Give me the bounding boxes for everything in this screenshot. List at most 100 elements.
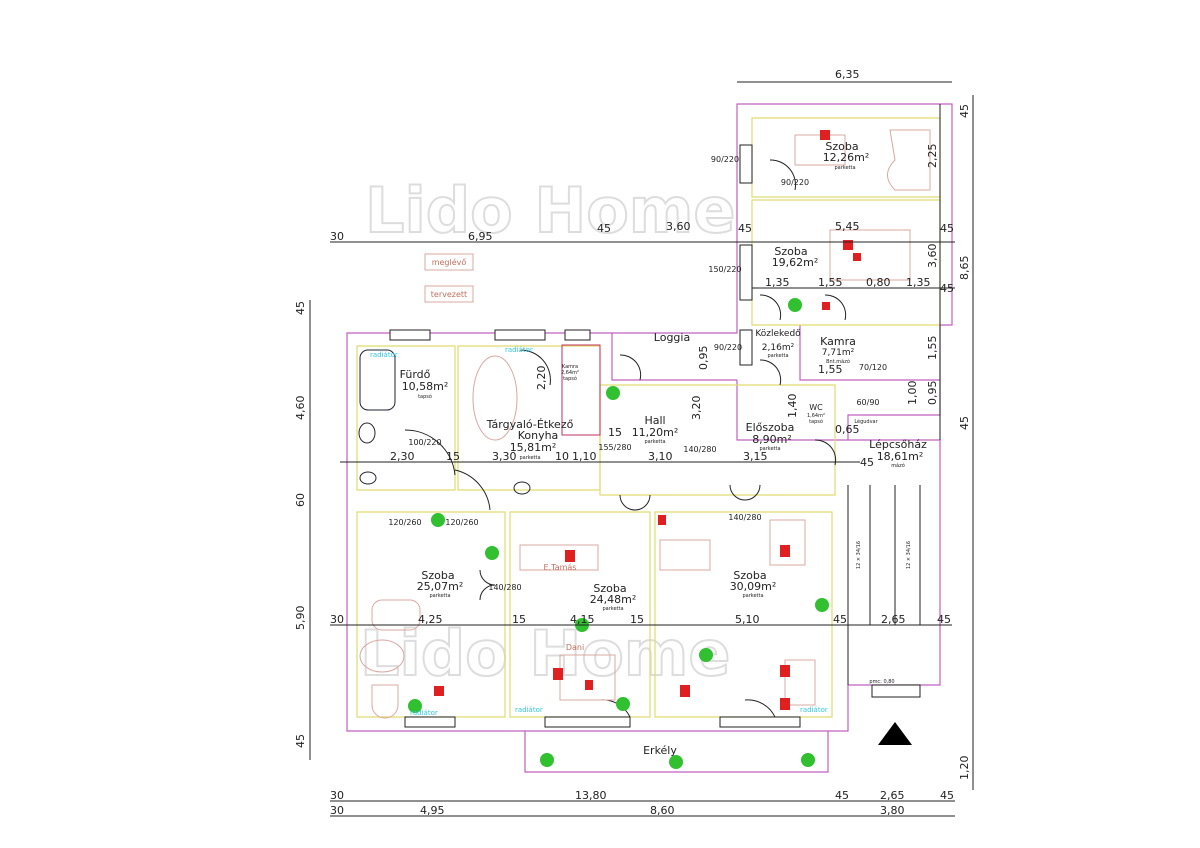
rooms-szoba2-area-label: 19,62m² bbox=[772, 256, 819, 269]
plants bbox=[408, 298, 829, 769]
windows bbox=[389, 144, 921, 728]
rooms-szoba3-area-label: 25,07m² bbox=[417, 580, 464, 593]
plan-shape bbox=[780, 545, 790, 557]
rooms-szoba4-floor-label: parketta bbox=[602, 606, 623, 612]
dimensions-row625-0-label: 30 bbox=[330, 613, 344, 626]
rooms-furdo-floor-label: tapsó bbox=[418, 393, 432, 400]
plan-shape bbox=[799, 325, 940, 381]
plant-icon bbox=[540, 753, 554, 767]
dimensions-row242-3-label: 3,60 bbox=[666, 220, 691, 233]
dimensions-bottom2-2-label: 8,60 bbox=[650, 804, 675, 817]
room-szoba-5: Szoba 30,09m² parketta bbox=[730, 569, 777, 599]
plant-icon bbox=[801, 753, 815, 767]
dimensions-row625-3-label: 4,15 bbox=[570, 613, 595, 626]
rooms-szoba1-floor-label: parketta bbox=[834, 165, 855, 171]
rooms-furdo-name-label: Fürdő bbox=[400, 368, 431, 381]
dimensions-inner_vertical-8-label: 0,95 bbox=[697, 346, 710, 371]
rooms-szoba2-name-label: Szoba bbox=[774, 245, 807, 258]
dimensions-row242-4-label: 45 bbox=[738, 222, 752, 235]
rooms-kamra_small-floor-label: tapsó bbox=[563, 375, 577, 382]
room-furdo: Fürdő 10,58m² tapsó bbox=[400, 368, 449, 400]
dimensions-right-2-label: 45 bbox=[958, 416, 971, 430]
watermark: Lido Home bbox=[360, 617, 730, 690]
dimensions-left-4-label: 45 bbox=[294, 734, 307, 748]
rooms-szoba4-name-label: Szoba bbox=[593, 582, 626, 595]
plan-shape bbox=[585, 680, 593, 690]
plant-icon bbox=[788, 298, 802, 312]
plan-shape bbox=[780, 665, 790, 677]
bathtub-icon bbox=[359, 349, 396, 411]
plan-shape bbox=[680, 685, 690, 697]
dimensions-row460-0-label: 2,30 bbox=[390, 450, 415, 463]
plan-shape bbox=[769, 159, 796, 191]
rooms-lepcsohaz-name-label: Lépcsőház bbox=[869, 438, 927, 451]
plan-shape bbox=[519, 544, 599, 571]
dimensions-row625-4-label: 15 bbox=[630, 613, 644, 626]
dimensions-row242-0-label: 30 bbox=[330, 230, 344, 243]
dimensions-openings-13-label: 1,55 bbox=[818, 363, 843, 376]
room-hall: Hall 11,20m² parketta bbox=[632, 414, 679, 445]
dimensions-bottom2-1-label: 4,95 bbox=[420, 804, 445, 817]
plan-shape bbox=[553, 668, 563, 680]
dimensions-row625-6-label: 45 bbox=[833, 613, 847, 626]
dimensions-bottom1-4-label: 45 bbox=[940, 789, 954, 802]
rooms-szoba5-name-label: Szoba bbox=[733, 569, 766, 582]
dimensions-row625-2-label: 15 bbox=[512, 613, 526, 626]
plan-shape bbox=[824, 294, 847, 321]
plan-shape bbox=[739, 144, 753, 184]
plan-shape bbox=[494, 329, 546, 341]
plan-shape bbox=[561, 344, 601, 436]
room-kamra-small: Kamra 2,64m² tapsó bbox=[561, 364, 579, 382]
plan-shape bbox=[820, 130, 830, 140]
rooms-kamra-area-label: 7,71m² bbox=[822, 348, 855, 358]
dimensions-row460-2-label: 3,30 bbox=[492, 450, 517, 463]
dimensions-inner_vertical-4-label: 1,00 bbox=[906, 381, 919, 406]
plan-shape bbox=[565, 550, 575, 562]
plan-shape bbox=[404, 429, 456, 476]
rooms-kozlekedo-floor-label: parketta bbox=[767, 353, 788, 359]
pmc-label: pmc: 0,80 bbox=[869, 679, 894, 685]
rooms-szoba5-area-label: 30,09m² bbox=[730, 580, 777, 593]
dimensions-openings-8-label: 120/260 bbox=[388, 518, 421, 527]
plant-icon bbox=[408, 699, 422, 713]
room-erkely: Erkély bbox=[643, 744, 677, 757]
plan-shape bbox=[780, 698, 790, 710]
dimensions-row460-6-label: 3,10 bbox=[648, 450, 673, 463]
radiator-label: radiátor bbox=[370, 351, 398, 359]
plan-shape bbox=[729, 484, 761, 501]
room-targyalo: Tárgyaló-Étkező Konyha 15,81m² parketta bbox=[486, 418, 574, 461]
dimensions-row287-4-label: 45 bbox=[940, 282, 954, 295]
plan-shape bbox=[356, 511, 506, 718]
rooms-szoba1-area-label: 12,26m² bbox=[823, 151, 870, 164]
plan-shape bbox=[887, 129, 931, 191]
dimensions-row460-3-label: 10 bbox=[555, 450, 569, 463]
rooms-lepcsohaz-floor-label: mázó bbox=[891, 462, 905, 469]
dimensions-top-label: 6,35 bbox=[835, 68, 860, 81]
plan-shape bbox=[654, 511, 833, 718]
plant-icon bbox=[815, 598, 829, 612]
room-szoba-2: Szoba 19,62m² bbox=[772, 245, 819, 269]
plan-shape bbox=[424, 285, 474, 303]
dimensions-bottom1-0-label: 30 bbox=[330, 789, 344, 802]
dimensions-openings-5-label: 140/280 bbox=[683, 445, 716, 454]
rooms-eloszoba-name-label: Előszoba bbox=[746, 421, 795, 434]
legend: meglévő tervezett bbox=[424, 253, 474, 303]
rooms-kozlekedo-area-label: 2,16m² bbox=[762, 343, 795, 353]
watermark: Lido Home bbox=[365, 174, 735, 247]
dimensions-openings-7-label: 140/280 bbox=[728, 513, 761, 522]
rooms-kamra_small-name-label: Kamra bbox=[562, 364, 578, 370]
rooms-kamra-floor-label: Bnt.mázó bbox=[826, 358, 850, 365]
dimensions-row242-1-label: 6,95 bbox=[468, 230, 493, 243]
dimensions-row460-5-label: 15 bbox=[608, 426, 622, 439]
radiator-label: radiátor bbox=[515, 706, 543, 714]
dimensions-row625-7-label: 2,65 bbox=[881, 613, 906, 626]
toilet-icon bbox=[359, 471, 377, 485]
plant-icon bbox=[485, 546, 499, 560]
plan-shape bbox=[611, 333, 737, 381]
dimensions-left-3-label: 5,90 bbox=[294, 606, 307, 631]
radiator-label: radiátor bbox=[505, 346, 533, 354]
dimensions-row242-6-label: 45 bbox=[940, 222, 954, 235]
dimensions-right-1-label: 8,65 bbox=[958, 256, 971, 281]
plan-shape bbox=[564, 329, 591, 341]
